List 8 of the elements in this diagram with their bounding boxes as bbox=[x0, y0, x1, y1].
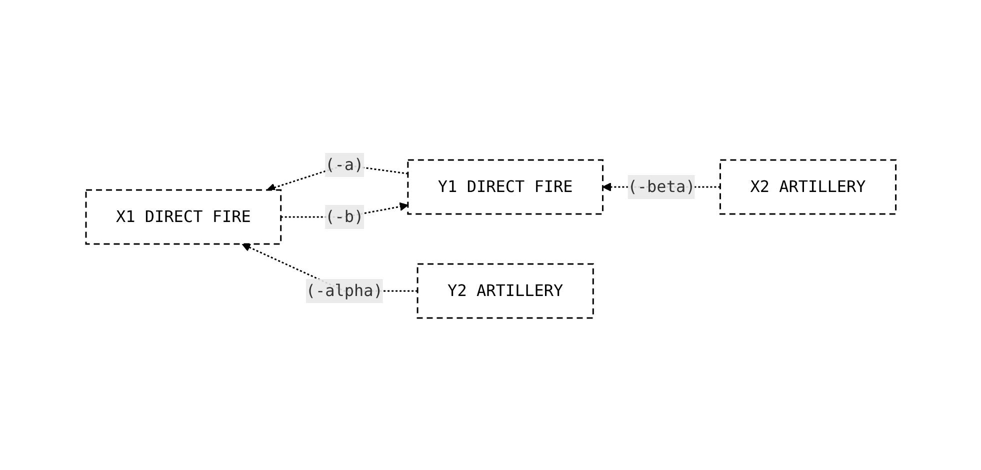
node-box: X2 ARTILLERY bbox=[719, 158, 896, 214]
node-box: X1 DIRECT FIRE bbox=[84, 188, 282, 244]
node-box: Y1 DIRECT FIRE bbox=[406, 158, 604, 214]
edge-label: (-alpha) bbox=[305, 280, 383, 300]
edge-label: (-beta) bbox=[627, 176, 695, 196]
edge-label: (-b) bbox=[324, 206, 364, 226]
edge-label: (-a) bbox=[324, 154, 364, 174]
node-box: Y2 ARTILLERY bbox=[416, 262, 594, 318]
